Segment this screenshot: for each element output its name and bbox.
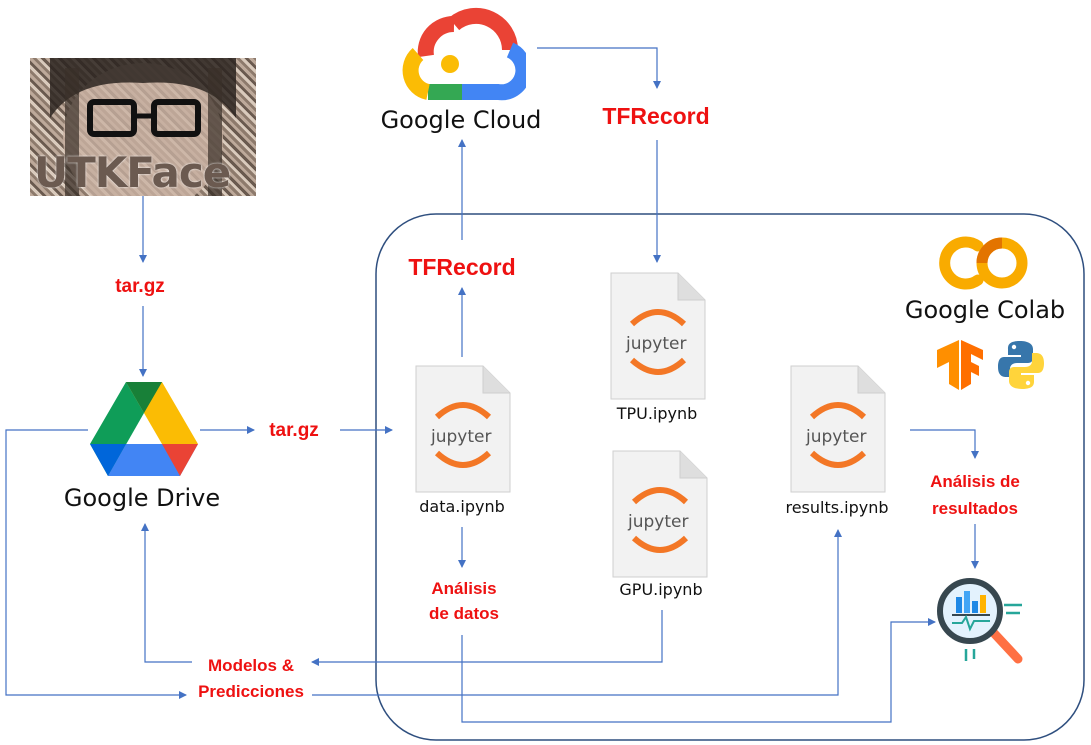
- analisis-datos-line2: de datos: [429, 604, 499, 623]
- google-cloud-label: Google Cloud: [380, 106, 542, 134]
- analisis-resultados-line1: Análisis de: [930, 472, 1020, 491]
- arrow-drive-to-predicciones: [5, 429, 187, 699]
- modelos-predicciones-label: Modelos & Predicciones: [198, 653, 304, 705]
- arrow-analisis-to-analytics: [461, 618, 936, 723]
- predicciones-line: Predicciones: [198, 682, 304, 701]
- jupyter-wordmark: jupyter: [806, 427, 867, 447]
- analisis-resultados-label: Análisis de resultados: [930, 468, 1020, 522]
- notebook-file-icon: [612, 450, 708, 578]
- tpu-notebook-label: TPU.ipynb: [616, 404, 698, 423]
- data-notebook-label: data.ipynb: [419, 497, 505, 516]
- analisis-datos-label: Análisis de datos: [429, 576, 499, 626]
- targz-label-mid: tar.gz: [269, 420, 319, 441]
- modelos-line: Modelos &: [208, 656, 294, 675]
- colab-environment-box: [375, 213, 1085, 741]
- utkface-mosaic-face: [50, 58, 236, 196]
- arrow-modelos-to-drive: [141, 523, 192, 663]
- tfrecord-label-inner: TFRecord: [408, 254, 516, 280]
- google-drive-icon: [90, 382, 198, 476]
- google-cloud-icon: [402, 7, 526, 101]
- arrow-predicciones-to-results: [312, 529, 842, 696]
- arrow-cloud-to-tfrecord: [537, 47, 661, 89]
- google-drive-label: Google Drive: [63, 484, 221, 512]
- tpu-notebook[interactable]: jupyter: [610, 272, 706, 405]
- data-notebook[interactable]: jupyter: [415, 365, 511, 498]
- utkface-image: UTKFace: [30, 58, 256, 196]
- analytics-magnifier-icon: [937, 578, 1023, 664]
- jupyter-wordmark: jupyter: [626, 334, 687, 354]
- analisis-datos-line1: Análisis: [431, 579, 497, 598]
- gpu-notebook[interactable]: jupyter: [612, 450, 708, 583]
- python-icon: [998, 341, 1044, 389]
- gpu-notebook-label: GPU.ipynb: [619, 580, 703, 599]
- results-notebook-label: results.ipynb: [785, 498, 889, 517]
- jupyter-wordmark: jupyter: [628, 512, 689, 532]
- arrow-results-to-analisis: [910, 429, 979, 459]
- google-colab-icon: [939, 236, 1028, 290]
- notebook-file-icon: [610, 272, 706, 400]
- jupyter-wordmark: jupyter: [431, 427, 492, 447]
- tensorflow-icon: [937, 340, 983, 390]
- notebook-file-icon: [415, 365, 511, 493]
- notebook-file-icon: [790, 365, 886, 493]
- analisis-resultados-line2: resultados: [932, 499, 1018, 518]
- google-colab-label: Google Colab: [904, 296, 1066, 324]
- targz-label-top: tar.gz: [115, 276, 165, 297]
- utkface-logo-text: UTKFace: [34, 148, 231, 196]
- arrow-gpu-to-modelos: [311, 610, 663, 666]
- tfrecord-label-top: TFRecord: [602, 103, 710, 129]
- results-notebook[interactable]: jupyter: [790, 365, 886, 498]
